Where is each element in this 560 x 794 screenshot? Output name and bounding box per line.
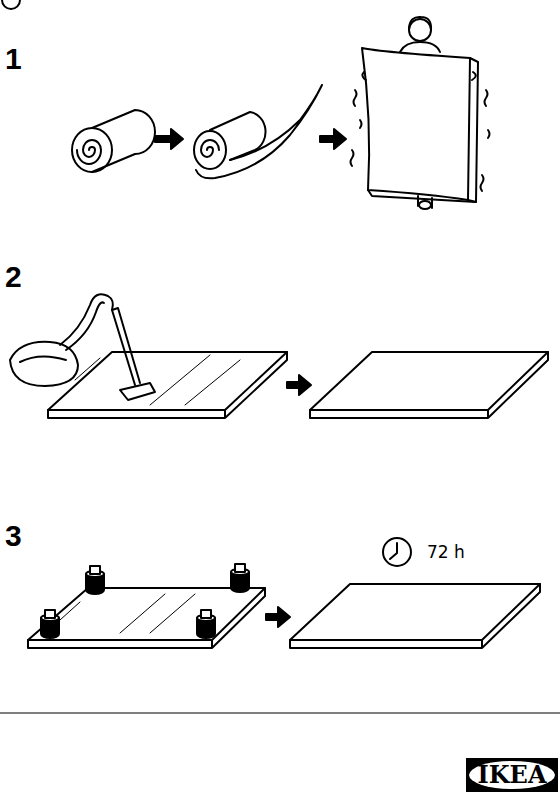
duration-label: 72 h — [427, 544, 465, 561]
step-number: 3 — [5, 521, 22, 551]
board-with-weights — [28, 588, 265, 648]
arrow — [155, 129, 183, 149]
clock-icon — [383, 538, 411, 566]
brand-logo-text: IKEA — [478, 763, 547, 787]
person-holding-mat — [351, 17, 490, 209]
info-icon — [2, 0, 20, 9]
weight — [197, 610, 215, 638]
weights — [41, 564, 249, 638]
unrolling-mat — [194, 85, 322, 178]
clean-board — [310, 352, 548, 418]
arrow — [287, 375, 311, 395]
weight — [231, 564, 249, 592]
weight — [41, 610, 59, 638]
weight — [86, 566, 104, 594]
flat-board — [290, 584, 540, 648]
step-number: 1 — [5, 44, 22, 74]
board-with-vacuum — [10, 294, 287, 418]
step-number: 2 — [5, 262, 22, 292]
rolled-mat — [72, 110, 155, 172]
footer-rule — [0, 713, 560, 714]
arrow — [320, 129, 346, 149]
ikea-logo — [466, 758, 558, 792]
arrow — [266, 607, 290, 627]
